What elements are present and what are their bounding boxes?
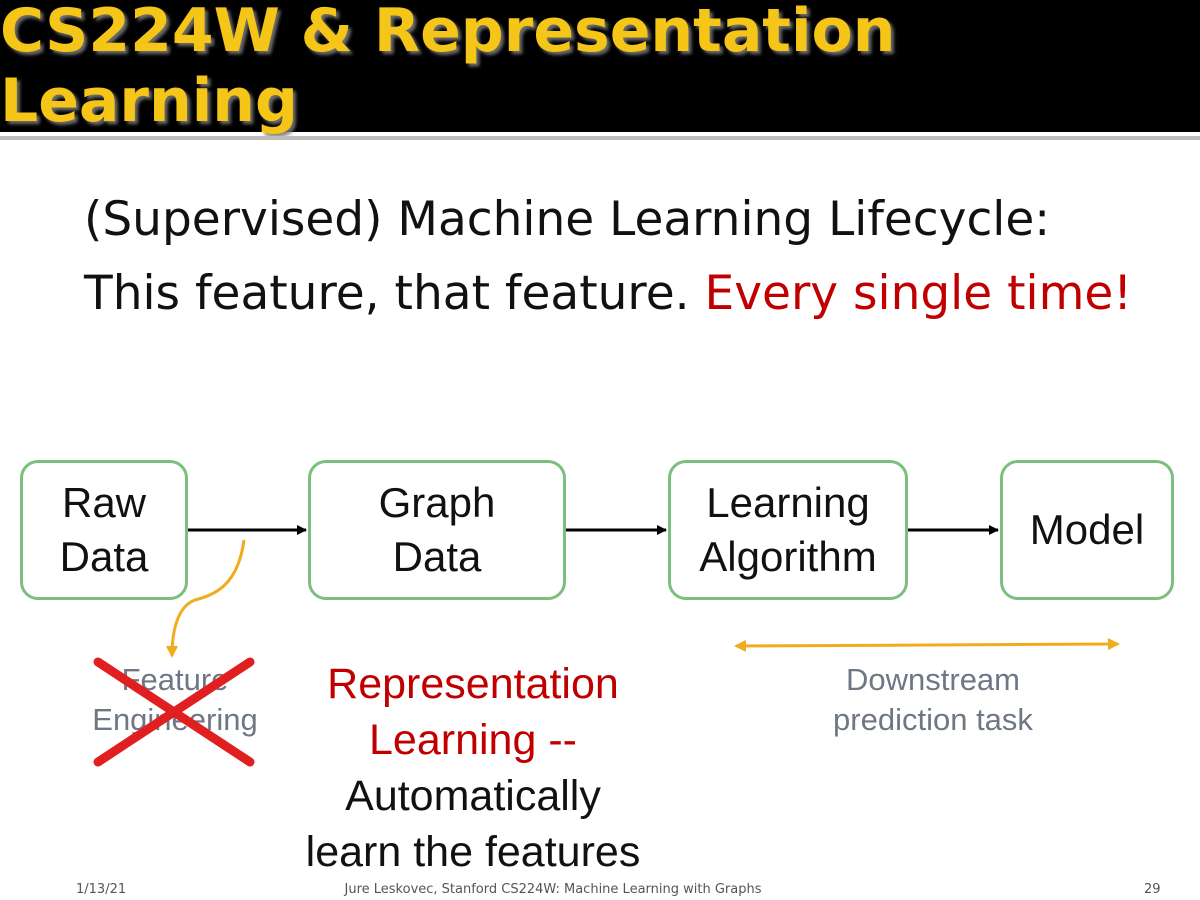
title-bar	[0, 0, 1200, 132]
slide-title: CS224W & Representation Learning	[0, 0, 896, 136]
footer-date: 1/13/21	[76, 882, 127, 897]
footer-credit: Jure Leskovec, Stanford CS224W: Machine …	[344, 882, 762, 897]
subtitle-line-2: This feature, that feature. Every single…	[84, 266, 1132, 321]
downstream-task-label: Downstream prediction task	[833, 662, 1033, 737]
node-raw-data-label: Raw Data	[59, 479, 149, 580]
node-learning-algorithm: Learning Algorithm	[668, 460, 908, 600]
title-divider	[0, 136, 1200, 140]
automatic-features-label: Automatically learn the features	[305, 772, 641, 876]
feature-engineering-label: Feature Engineering	[92, 662, 258, 737]
node-model-label: Model	[1029, 506, 1145, 553]
node-learning-algorithm-label: Learning Algorithm	[699, 479, 877, 580]
node-raw-data: Raw Data	[20, 460, 188, 600]
subtitle-line-2-plain: This feature, that feature.	[84, 266, 705, 321]
representation-learning-label: Representation Learning --	[327, 660, 619, 764]
node-graph-data: Graph Data	[308, 460, 566, 600]
downstream-span-arrow	[734, 638, 1120, 652]
footer-page-number: 29	[1144, 882, 1161, 897]
cross-stroke-2	[93, 657, 255, 767]
node-model: Model	[1000, 460, 1174, 600]
node-graph-data-label: Graph Data	[378, 479, 496, 580]
feature-engineering-arrow	[166, 539, 246, 658]
subtitle-line-2-emphasis: Every single time!	[704, 266, 1133, 321]
subtitle-line-1: (Supervised) Machine Learning Lifecycle:	[84, 192, 1051, 247]
